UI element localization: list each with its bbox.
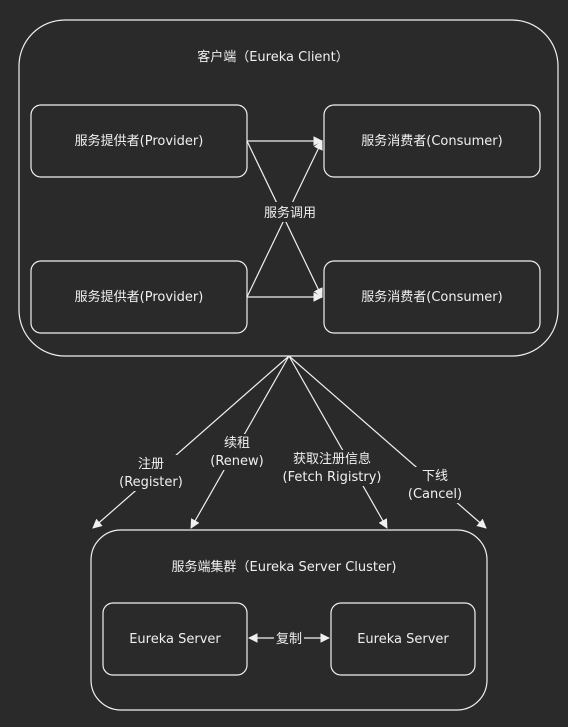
renew-label-en: (Renew) [210,454,263,469]
server-node-left-label: Eureka Server [129,632,221,647]
service-call-label: 服务调用 [264,205,316,221]
server-node-left-box [102,602,248,676]
edge-fetch [288,355,388,529]
renew-label-cn: 续租 [224,436,250,451]
replicate-label-bg [274,629,304,647]
renew-label-bg [205,434,269,470]
cancel-label-cn: 下线 [422,469,448,484]
client-container [18,19,559,357]
consumer-top-box [323,104,541,178]
cancel-label-bg [404,467,468,503]
provider-bottom-label: 服务提供者(Provider) [75,289,204,305]
server-node-right-label: Eureka Server [357,632,449,647]
register-label-cn: 注册 [138,457,164,472]
register-label-bg [118,455,184,491]
replicate-label: 复制 [276,632,302,647]
server-cluster-container [90,529,488,711]
fetch-label-bg [284,450,380,486]
client-title: 客户端（Eureka Client） [197,49,349,65]
cancel-label-en: (Cancel) [408,487,462,502]
register-label-en: (Register) [119,475,183,490]
consumer-bottom-label: 服务消费者(Consumer) [361,289,502,305]
fetch-label-en: (Fetch Rigistry) [283,470,382,485]
edge-register [92,355,290,529]
consumer-bottom-box [323,260,541,334]
server-cluster-title: 服务端集群（Eureka Server Cluster) [172,559,397,575]
call-label-bg [260,202,320,222]
fetch-label-cn: 获取注册信息 [293,451,371,467]
consumer-top-label: 服务消费者(Consumer) [361,133,502,149]
provider-top-label: 服务提供者(Provider) [75,133,204,149]
server-node-right-box [330,602,476,676]
